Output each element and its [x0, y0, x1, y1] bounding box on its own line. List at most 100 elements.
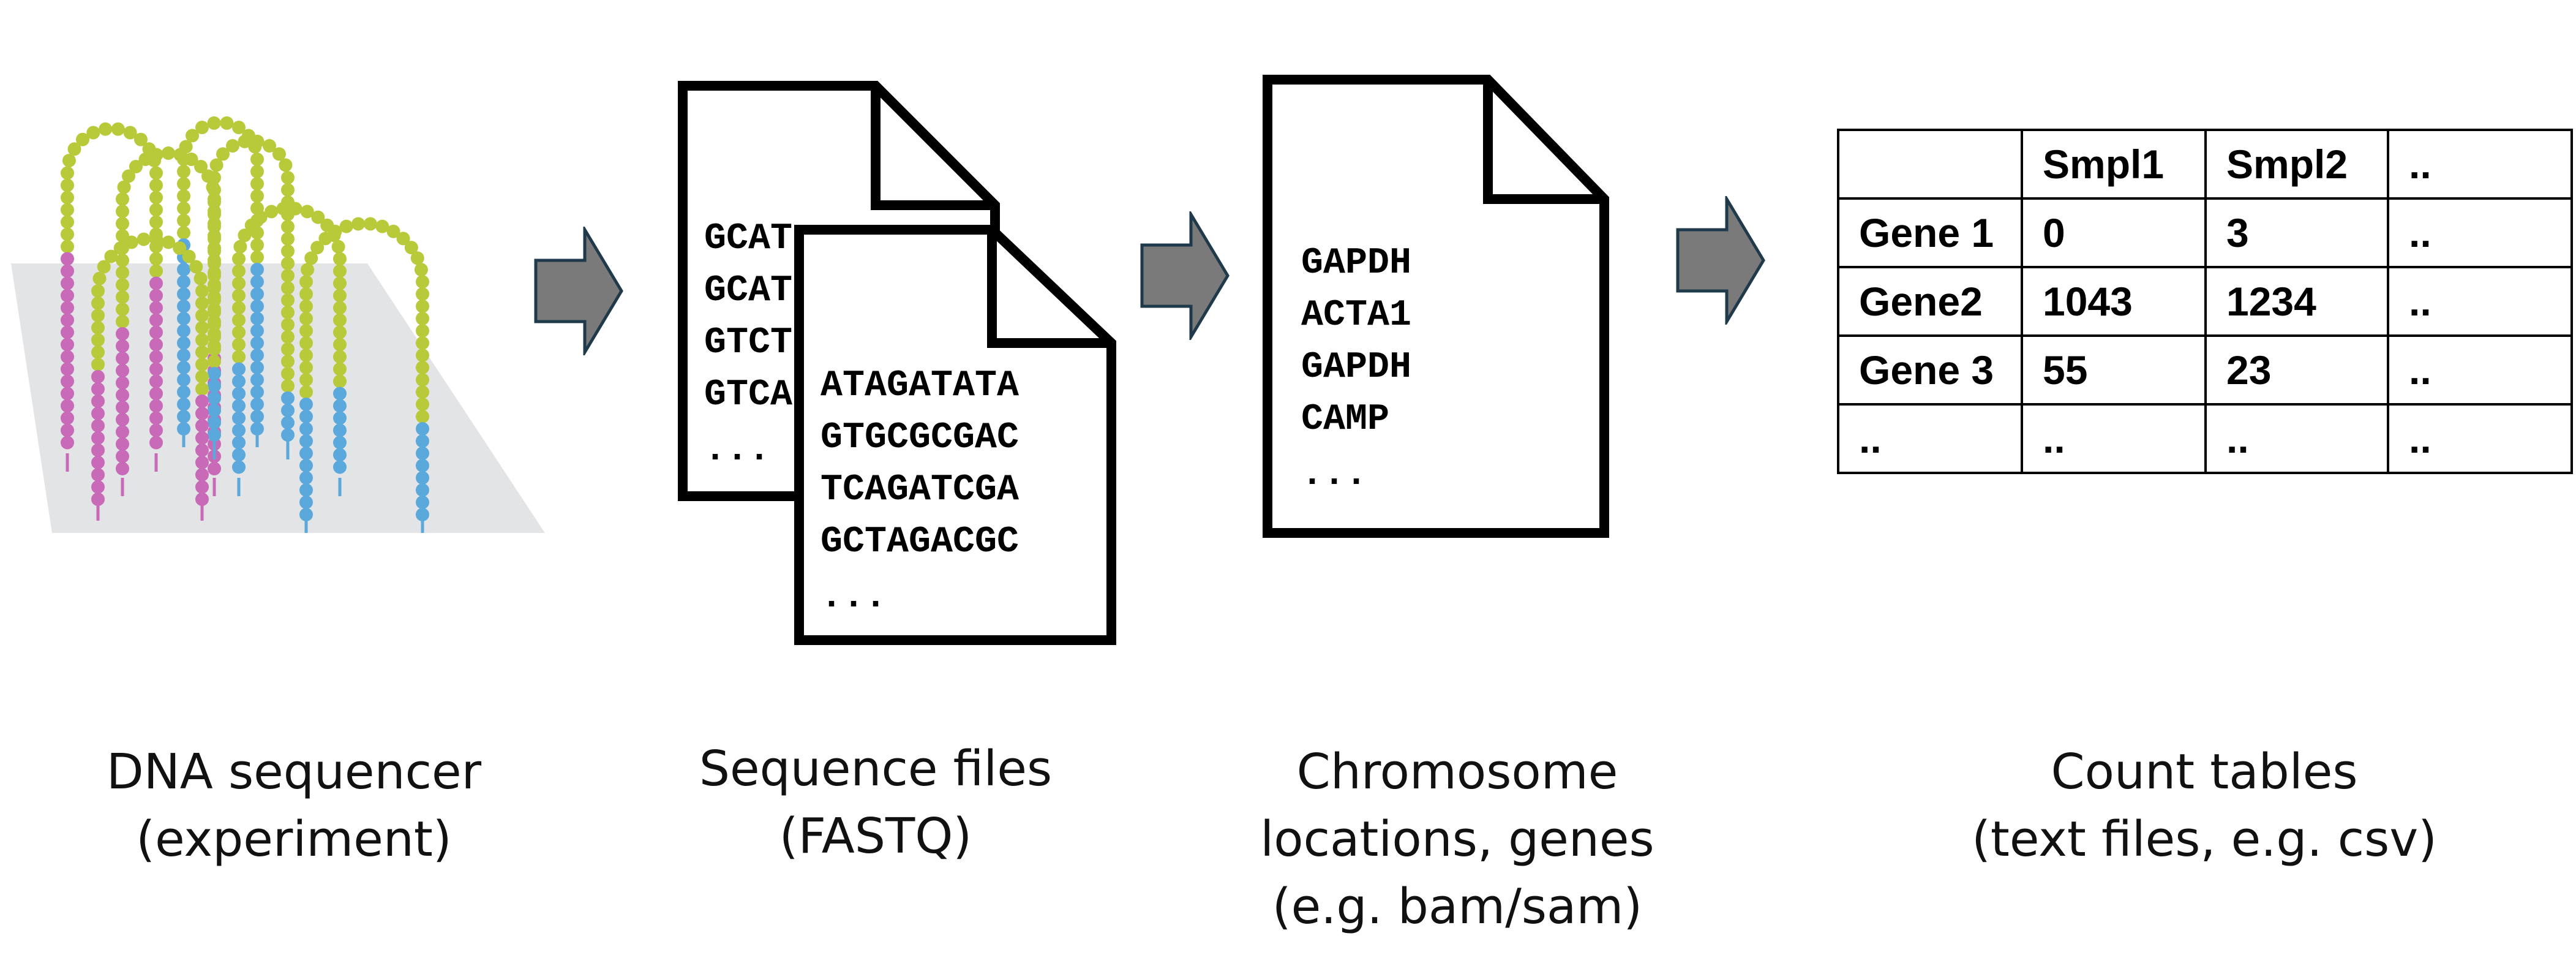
table-cell: .. — [2021, 403, 2207, 474]
dna-bead — [149, 252, 163, 266]
dna-bead — [61, 227, 74, 241]
fastq-back-line: ... — [704, 429, 770, 471]
dna-bead — [116, 462, 129, 475]
dna-bead — [281, 171, 295, 184]
caption-line: (e.g. bam/sam) — [1272, 878, 1643, 935]
dna-bead — [116, 205, 129, 218]
flow-cell — [11, 263, 545, 533]
dna-bead — [149, 436, 163, 450]
dna-bead — [299, 385, 313, 399]
dna-bead — [416, 471, 429, 485]
dna-bead — [375, 219, 389, 233]
dna-bead — [61, 411, 74, 425]
dna-bead — [91, 419, 105, 432]
dna-bead — [117, 180, 131, 194]
dna-bead — [232, 325, 246, 339]
dna-bead — [91, 431, 105, 445]
dna-bead — [162, 146, 175, 160]
dna-bead — [61, 178, 74, 192]
dna-bead — [301, 263, 315, 277]
dna-bead — [299, 275, 313, 289]
dna-bead — [116, 425, 129, 439]
dna-bead — [97, 260, 111, 274]
fastq-back-line: GTCT — [704, 322, 792, 364]
dna-bead — [299, 422, 313, 436]
dna-bead — [328, 224, 342, 238]
dna-bead — [333, 301, 347, 315]
dna-bead — [333, 411, 347, 425]
dna-bead — [91, 296, 105, 310]
dna-bead — [208, 269, 221, 282]
dna-bead — [186, 129, 200, 143]
dna-bead — [149, 411, 163, 425]
dna-bead — [416, 447, 429, 460]
dna-bead — [318, 232, 332, 246]
dna-bead — [149, 423, 163, 437]
dna-bead — [177, 202, 190, 215]
table-row: .. .. .. .. — [1837, 403, 2573, 474]
dna-bead — [91, 345, 105, 359]
dna-bead — [149, 350, 163, 364]
dna-bead — [250, 324, 264, 338]
dna-bead — [299, 410, 313, 423]
fastq-back-line: GCAT — [704, 218, 792, 260]
dna-bead — [149, 325, 163, 339]
dna-bead — [232, 411, 246, 425]
dna-bead — [232, 264, 246, 278]
dna-bead — [137, 232, 151, 246]
table-cell: 23 — [2204, 334, 2389, 406]
dna-bead — [116, 303, 129, 316]
dna-sequencer-illustration — [11, 116, 545, 533]
dna-bead — [149, 203, 163, 217]
dna-bead — [281, 281, 295, 295]
dna-bead — [333, 436, 347, 450]
table-cell: Smpl2 — [2204, 129, 2389, 200]
dna-bead — [299, 361, 313, 374]
dna-bead — [91, 480, 105, 494]
dna-bead — [195, 407, 209, 420]
dna-bead — [177, 336, 190, 350]
dna-bead — [61, 191, 74, 205]
dna-bead — [91, 468, 105, 481]
dna-bead — [61, 203, 74, 217]
dna-bead — [232, 350, 246, 364]
caption-line: (text files, e.g. csv) — [1972, 811, 2437, 867]
dna-bead — [281, 232, 295, 246]
dna-bead — [333, 387, 347, 401]
dna-bead — [299, 349, 313, 362]
dna-bead — [208, 232, 221, 246]
bam-line: ... — [1301, 454, 1367, 496]
dna-bead — [177, 275, 190, 289]
dna-bead — [232, 362, 246, 376]
dna-bead — [416, 459, 429, 472]
dna-bead — [177, 312, 190, 325]
dna-bead — [61, 276, 74, 290]
dna-bead — [61, 325, 74, 339]
dna-bead — [177, 300, 190, 313]
dna-bead — [272, 147, 286, 161]
count-table: Smpl1 Smpl2 .. Gene 1 0 3 .. Gene2 1043 … — [1837, 129, 2573, 474]
dna-bead — [149, 215, 163, 229]
table-cell: 1043 — [2021, 266, 2207, 337]
dna-bead — [416, 434, 429, 448]
dna-bead — [116, 401, 129, 414]
dna-bead — [311, 210, 325, 224]
dna-bead — [281, 269, 295, 282]
dna-bead — [232, 289, 246, 303]
fastq-front-line: GTGCGCGAC — [820, 417, 1019, 459]
dna-bead — [208, 379, 221, 393]
dna-bead — [177, 226, 190, 240]
dna-bead — [177, 361, 190, 374]
bam-line: ACTA1 — [1301, 295, 1411, 336]
dna-bead — [177, 153, 190, 166]
dna-bead — [179, 140, 193, 154]
table-row: Gene 3 55 23 .. — [1837, 334, 2573, 406]
dna-bead — [195, 395, 209, 408]
dna-bead — [76, 132, 90, 146]
dna-bead — [149, 276, 163, 290]
dna-bead — [416, 483, 429, 497]
dna-bead — [177, 373, 190, 387]
dna-bead — [111, 122, 125, 136]
dna-bead — [116, 339, 129, 353]
dna-bead — [416, 300, 429, 313]
